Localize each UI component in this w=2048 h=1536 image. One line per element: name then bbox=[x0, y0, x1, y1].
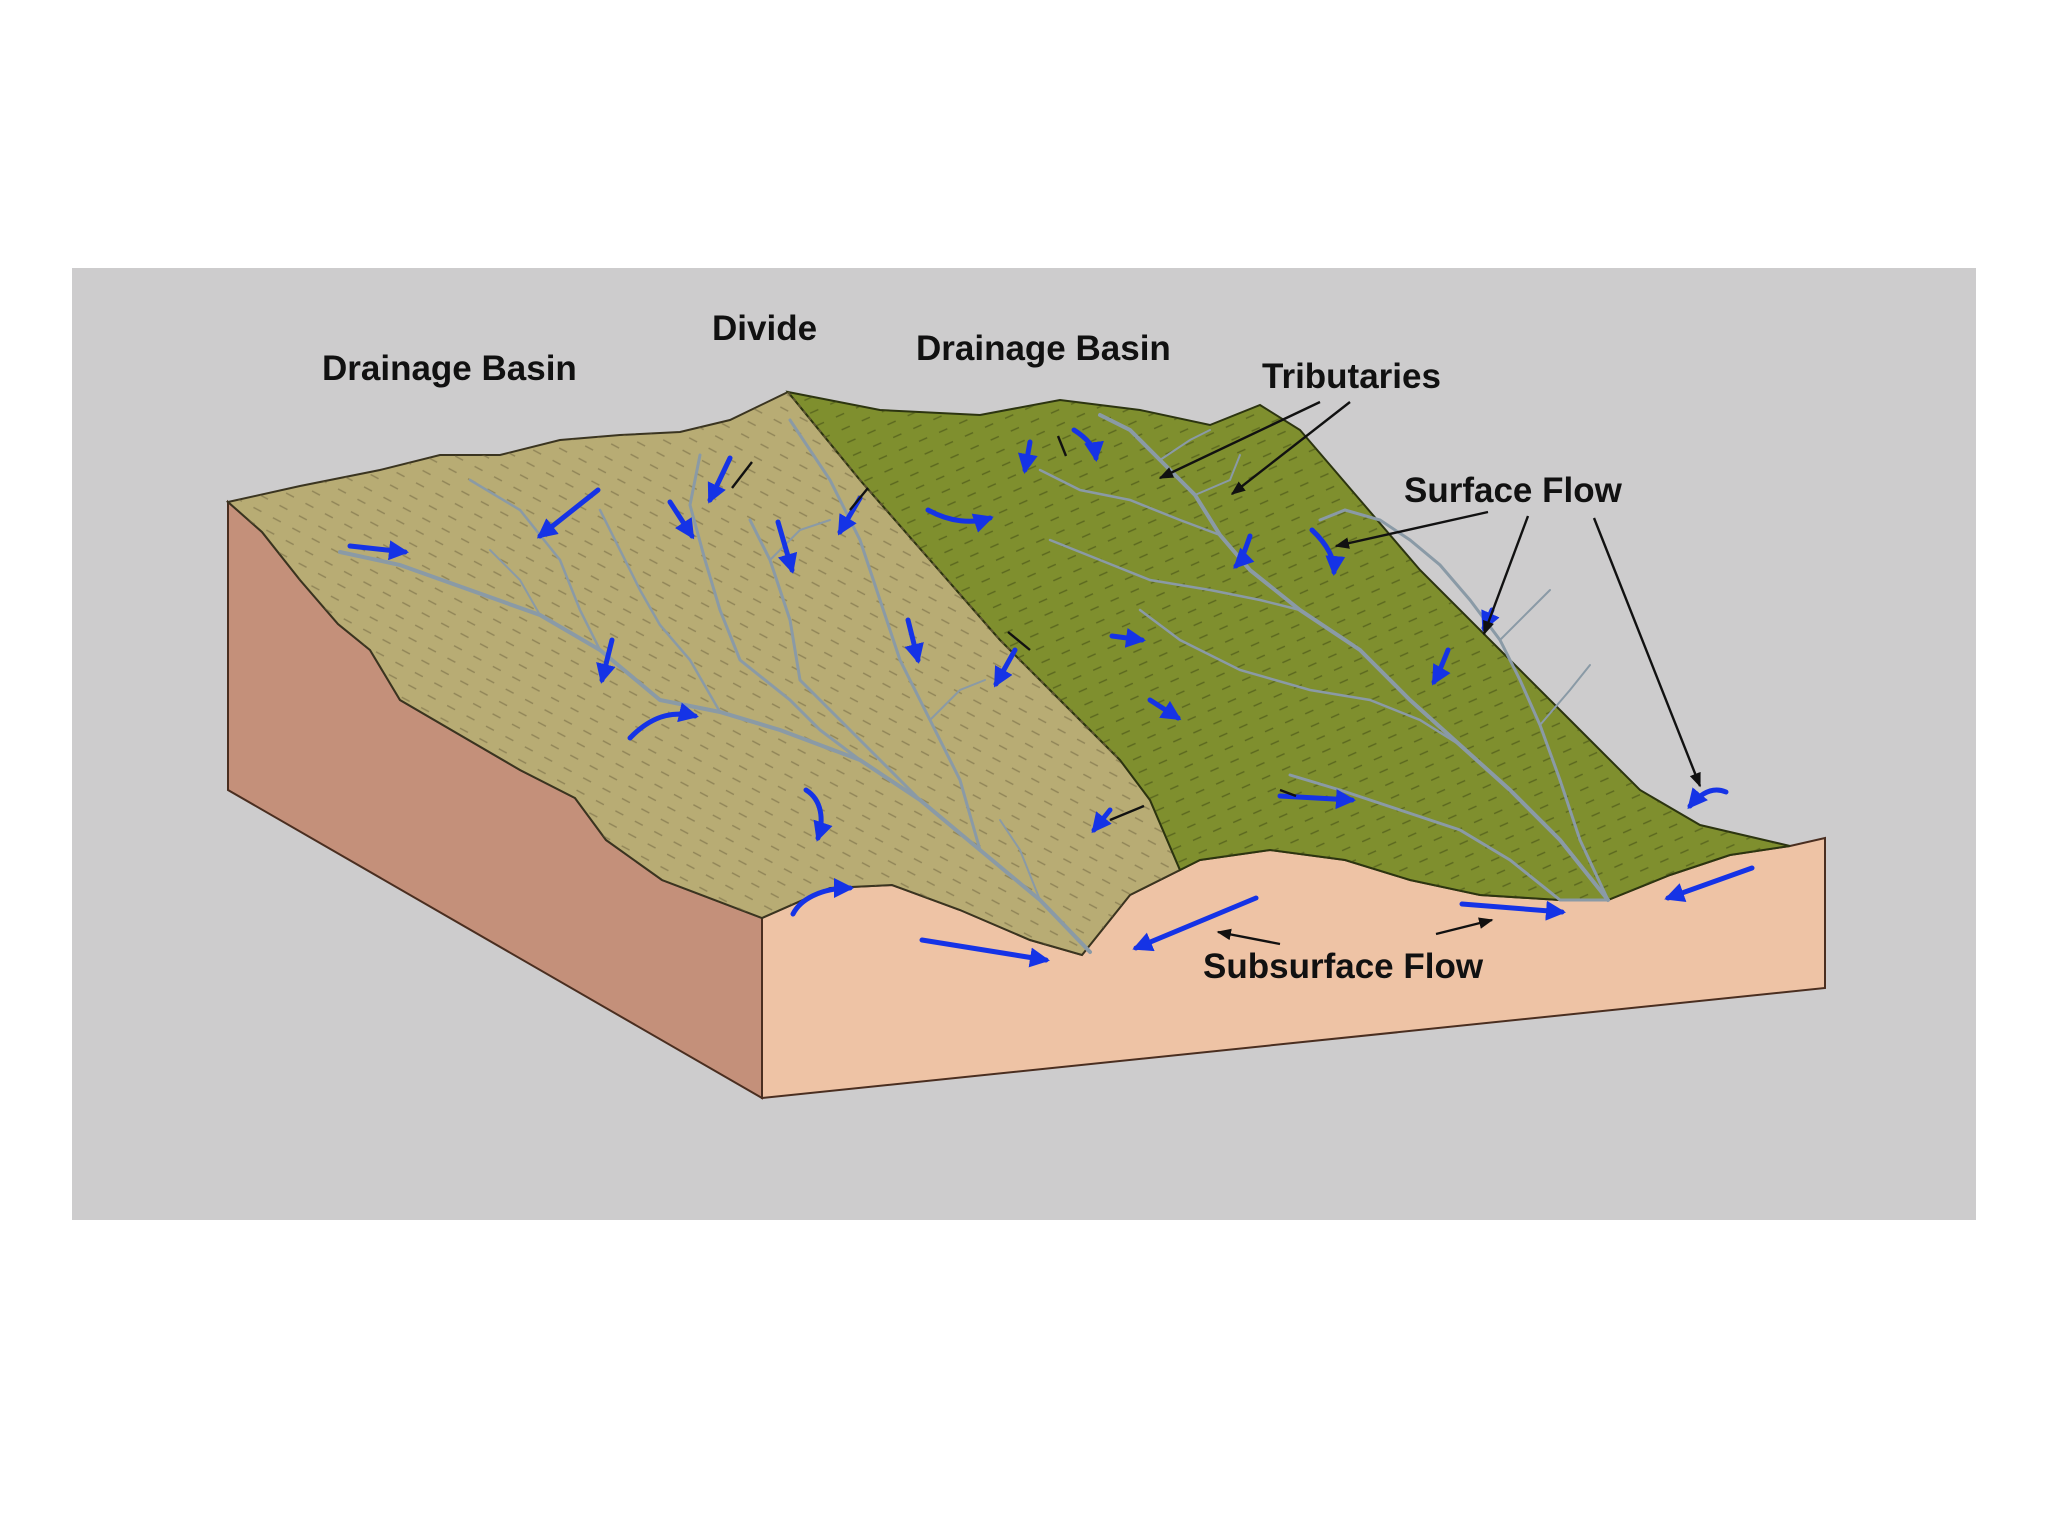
label-drainage-basin-left: Drainage Basin bbox=[322, 349, 577, 388]
label-divide: Divide bbox=[712, 309, 817, 348]
left-basin-streams bbox=[338, 418, 1092, 954]
label-surface-flow: Surface Flow bbox=[1404, 471, 1623, 510]
label-leader-lines bbox=[1158, 400, 1702, 946]
left-basin-hatching bbox=[228, 392, 1180, 955]
label-subsurface-flow: Subsurface Flow bbox=[1203, 947, 1484, 986]
subsurface-flow-arrows bbox=[919, 865, 1755, 968]
slope-detail-marks bbox=[731, 435, 1297, 822]
divide-ridge bbox=[787, 391, 1121, 761]
label-drainage-basin-right: Drainage Basin bbox=[916, 329, 1171, 368]
right-basin-hatching bbox=[788, 392, 1790, 900]
label-tributaries: Tributaries bbox=[1262, 357, 1441, 396]
